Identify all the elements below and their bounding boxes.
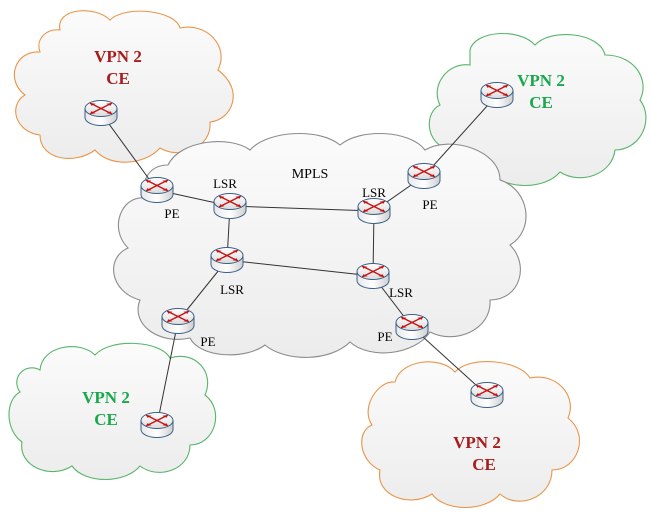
pe-bottom-left-label: PE [200, 334, 215, 349]
link-pe-top-right-to-ce-top-right [423, 94, 498, 177]
cloud-mpls-core [113, 132, 527, 358]
site-bottom-left-vpn-label: VPN 2 [82, 388, 130, 407]
pe-top-right-label: PE [422, 197, 437, 212]
router-labels: PE LSR LSR PE LSR LSR PE PE [164, 176, 437, 349]
cloud-vpn-site-bottom-right [361, 361, 580, 509]
router-icon-pe-bottom-right [395, 314, 429, 340]
link-lsr-top-left-to-lsr-top-right [229, 205, 375, 212]
site-bottom-right-vpn-label: VPN 2 [453, 433, 501, 452]
site-bottom-left-ce-label: CE [94, 410, 118, 429]
pe-top-left-label: PE [164, 206, 179, 221]
lsr-mid-left-label: LSR [220, 282, 244, 297]
cloud-vpn-site-bottom-left [8, 342, 217, 481]
site-top-left-vpn-label: VPN 2 [94, 47, 142, 66]
routers-layer [84, 82, 514, 438]
pe-bottom-right-label: PE [377, 329, 392, 344]
router-icon-ce-top-left [84, 100, 118, 126]
clouds-layer [8, 10, 647, 509]
router-icon-ce-top-right [480, 82, 514, 108]
link-lsr-mid-left-to-lsr-mid-right [226, 259, 374, 277]
link-ce-top-left-to-pe-top-left [100, 112, 158, 191]
link-pe-bottom-right-to-ce-bottom-right [411, 326, 488, 396]
router-icon-pe-top-left [140, 177, 174, 203]
site-bottom-right-ce-label: CE [472, 455, 496, 474]
lsr-mid-right-label: LSR [389, 285, 413, 300]
link-pe-bottom-left-to-ce-bottom-left [156, 320, 179, 426]
router-icon-pe-bottom-left [161, 308, 195, 334]
site-labels: VPN 2 CE VPN 2 CE VPN 2 CE VPN 2 CE [82, 47, 565, 474]
site-top-right-vpn-label: VPN 2 [517, 71, 565, 90]
router-icon-lsr-mid-right [356, 263, 390, 289]
cloud-vpn-site-top-right [428, 33, 647, 187]
cloud-vpn-site-top-left [13, 10, 234, 163]
router-icon-pe-top-right [407, 163, 441, 189]
lsr-top-left-label: LSR [213, 176, 237, 191]
mpls-core-label: MPLS [292, 167, 329, 182]
router-icon-ce-bottom-right [470, 382, 504, 408]
router-icon-lsr-mid-left [210, 247, 244, 273]
router-icon-ce-bottom-left [140, 412, 174, 438]
lsr-top-right-label: LSR [362, 185, 386, 200]
router-icon-lsr-top-left [213, 193, 247, 219]
site-top-right-ce-label: CE [529, 93, 553, 112]
router-icon-lsr-top-right [357, 198, 391, 224]
site-top-left-ce-label: CE [106, 69, 130, 88]
